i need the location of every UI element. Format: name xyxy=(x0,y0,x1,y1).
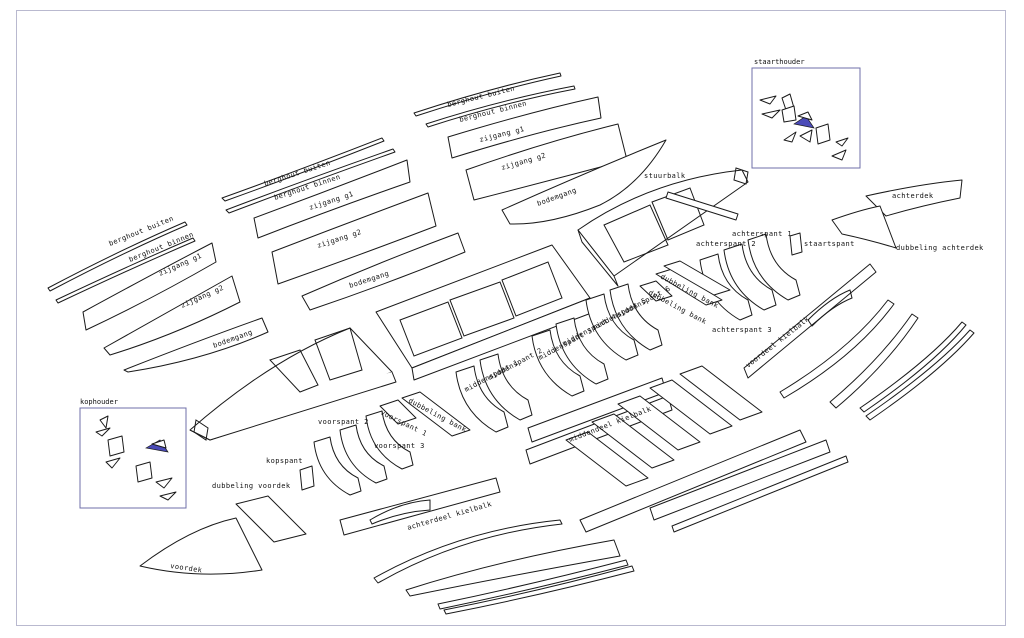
hull-middle-section xyxy=(375,244,595,381)
label-stuurbalk: stuurbalk xyxy=(644,172,686,180)
hull-bow-section xyxy=(189,327,397,441)
zijgang-g1-left-c xyxy=(447,96,602,159)
label-achterdek: achterdek xyxy=(892,192,934,200)
berghout-buiten-left-b xyxy=(221,137,385,202)
label-dubbeling-achterdek: dubbeling achterdek xyxy=(896,244,984,252)
label-voordeel-kielbalk: voordeel kielbalk xyxy=(744,315,811,370)
bank-doublings xyxy=(379,260,731,437)
label-kopspant: kopspant xyxy=(266,457,303,465)
berghout-buiten-left-a xyxy=(47,221,188,292)
middenspanten xyxy=(455,283,663,433)
staarthouder-title: staarthouder xyxy=(754,58,805,66)
bodemgang-left-b xyxy=(301,232,466,311)
staarthouder-inset xyxy=(751,67,861,169)
zijgang-g2-left-a xyxy=(103,275,241,356)
right-strips xyxy=(779,299,975,421)
label-voorspant-3: voorspant 3 xyxy=(374,442,425,450)
label-staartspant: staartspant xyxy=(804,240,855,248)
zijgang-g2-left-b xyxy=(271,192,437,285)
hull-stern-section xyxy=(577,167,749,287)
berghout-binnen-left-a xyxy=(55,237,196,304)
label-voorspant-2: voorspant 2 xyxy=(318,418,369,426)
label-achterspant-2: achterspant 2 xyxy=(696,240,756,248)
left-planking-set xyxy=(47,72,667,373)
label-achterspant-1: achterspant 1 xyxy=(732,230,792,238)
label-achterspant-3: achterspant 3 xyxy=(712,326,772,334)
berghout-binnen-left-b xyxy=(225,148,396,214)
keel-parts xyxy=(339,263,877,536)
voorspanten xyxy=(299,410,414,496)
zijgang-g1-left-a xyxy=(82,242,217,331)
kophouder-inset xyxy=(79,407,187,509)
bodemgang-left-a xyxy=(123,317,269,373)
berghout-buiten-left-c xyxy=(413,72,562,117)
zijgang-g1-left-b xyxy=(253,159,411,239)
kophouder-title: kophouder xyxy=(80,398,118,406)
decks xyxy=(139,179,963,575)
bottom-strips xyxy=(373,519,635,615)
berghout-binnen-left-c xyxy=(425,85,576,128)
achterspanten xyxy=(699,232,803,321)
bodemgang-left-c xyxy=(501,139,667,225)
label-dubbeling-voordek: dubbeling voordek xyxy=(212,482,291,490)
bottom-boards xyxy=(565,365,849,533)
